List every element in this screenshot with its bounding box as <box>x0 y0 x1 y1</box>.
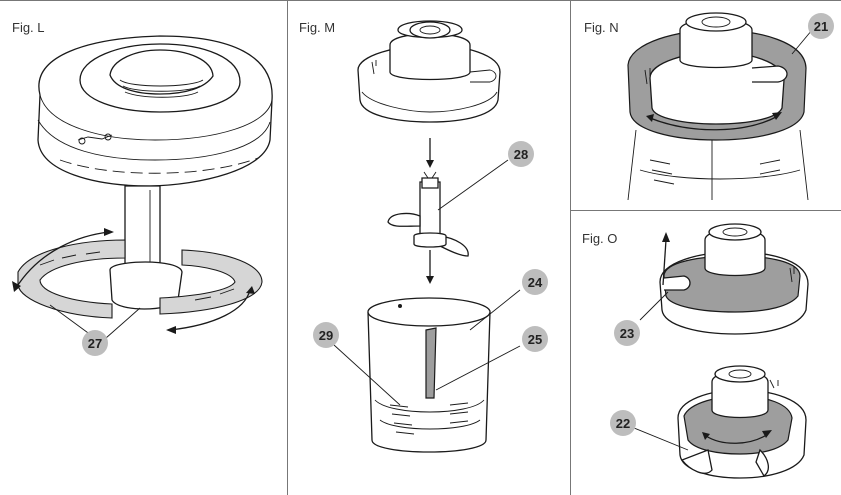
fig-l-label: Fig. L <box>12 20 45 35</box>
callout-23: 23 <box>614 320 640 346</box>
callout-27: 27 <box>82 330 108 356</box>
fig-m-drawing <box>333 20 521 453</box>
callout-21: 21 <box>808 13 834 39</box>
callout-24: 24 <box>522 269 548 295</box>
callout-28: 28 <box>508 141 534 167</box>
callout-29: 29 <box>313 322 339 348</box>
fig-o-label: Fig. O <box>582 231 618 246</box>
fig-n-drawing <box>627 12 813 201</box>
fig-l-drawing <box>12 35 273 339</box>
callout-25: 25 <box>522 326 548 352</box>
fig-n-label: Fig. N <box>584 20 619 35</box>
callout-22: 22 <box>610 410 636 436</box>
fig-m-label: Fig. M <box>299 20 336 35</box>
